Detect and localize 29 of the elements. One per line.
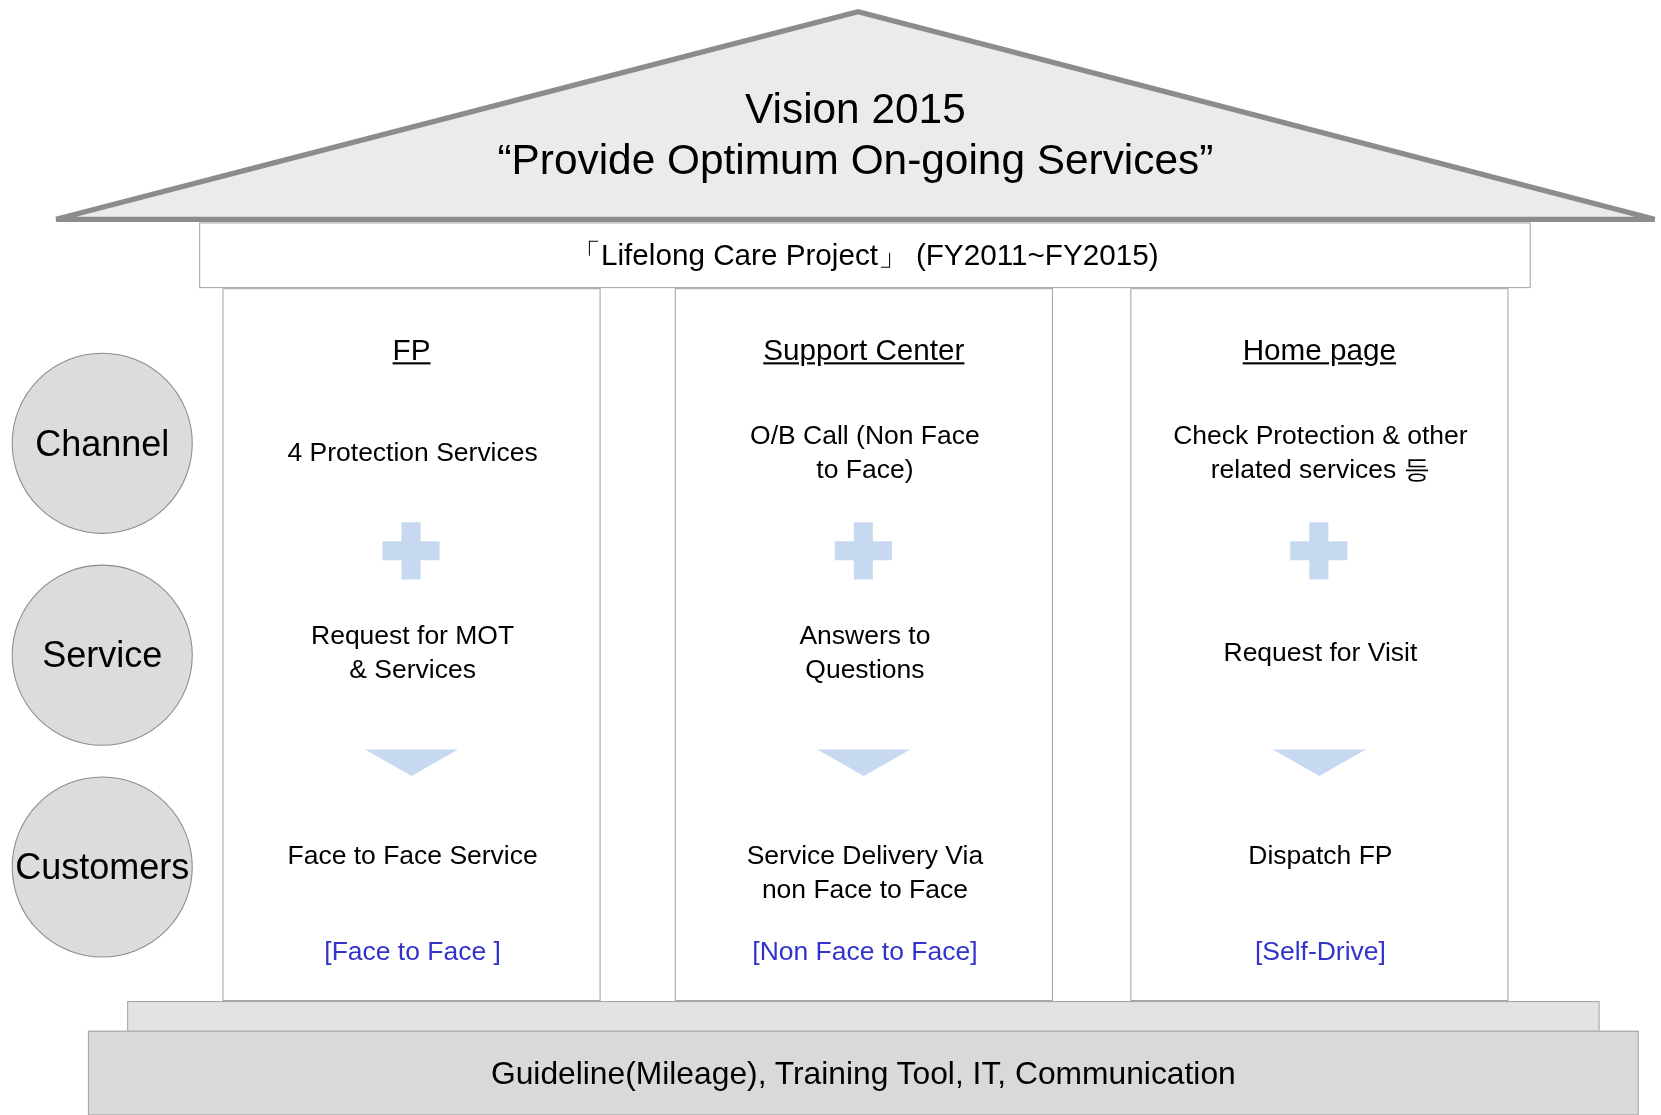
pillar-column	[674, 288, 1053, 1002]
foundation-base: Guideline(Mileage), Training Tool, IT, Communication	[87, 1030, 1639, 1115]
service-text: Face to Face Service	[286, 839, 539, 872]
pillar-column	[1130, 288, 1509, 1002]
vision-slogan: “Provide Optimum On-going Services”	[496, 135, 1215, 183]
base-step	[127, 1001, 1600, 1032]
chevron-arrow	[817, 749, 911, 777]
column-heading: Home page	[1241, 333, 1398, 368]
category-circle: Channel	[11, 352, 193, 534]
service-text: Answers to Questions	[681, 594, 1049, 752]
pillar-column	[222, 288, 601, 1002]
vision-title: Vision 2015	[744, 84, 967, 132]
channel-type-text: [Self-Drive]	[1253, 934, 1387, 968]
chevron-arrow	[1272, 749, 1366, 777]
service-text: Dispatch FP	[1247, 839, 1394, 872]
channel-type-text: [Face to Face ]	[323, 934, 502, 968]
column-heading: Support Center	[762, 333, 966, 368]
service-text: Check Protection & other related services 등	[1136, 398, 1505, 505]
category-circle: Customers	[11, 776, 193, 958]
service-text: O/B Call (Non Face to Face)	[681, 398, 1049, 505]
project-banner: 「Lifelong Care Project」 (FY2011~FY2015)	[199, 222, 1531, 289]
column-heading: FP	[391, 333, 432, 368]
chevron-arrow	[365, 749, 459, 777]
service-text: Request for Visit	[1136, 594, 1505, 752]
service-text: 4 Protection Services	[228, 398, 597, 505]
category-circle: Service	[11, 564, 193, 746]
service-text: Service Delivery Via non Face to Face	[745, 839, 985, 906]
channel-type-text: [Non Face to Face]	[751, 934, 979, 968]
service-text: Request for MOT & Services	[228, 594, 597, 752]
